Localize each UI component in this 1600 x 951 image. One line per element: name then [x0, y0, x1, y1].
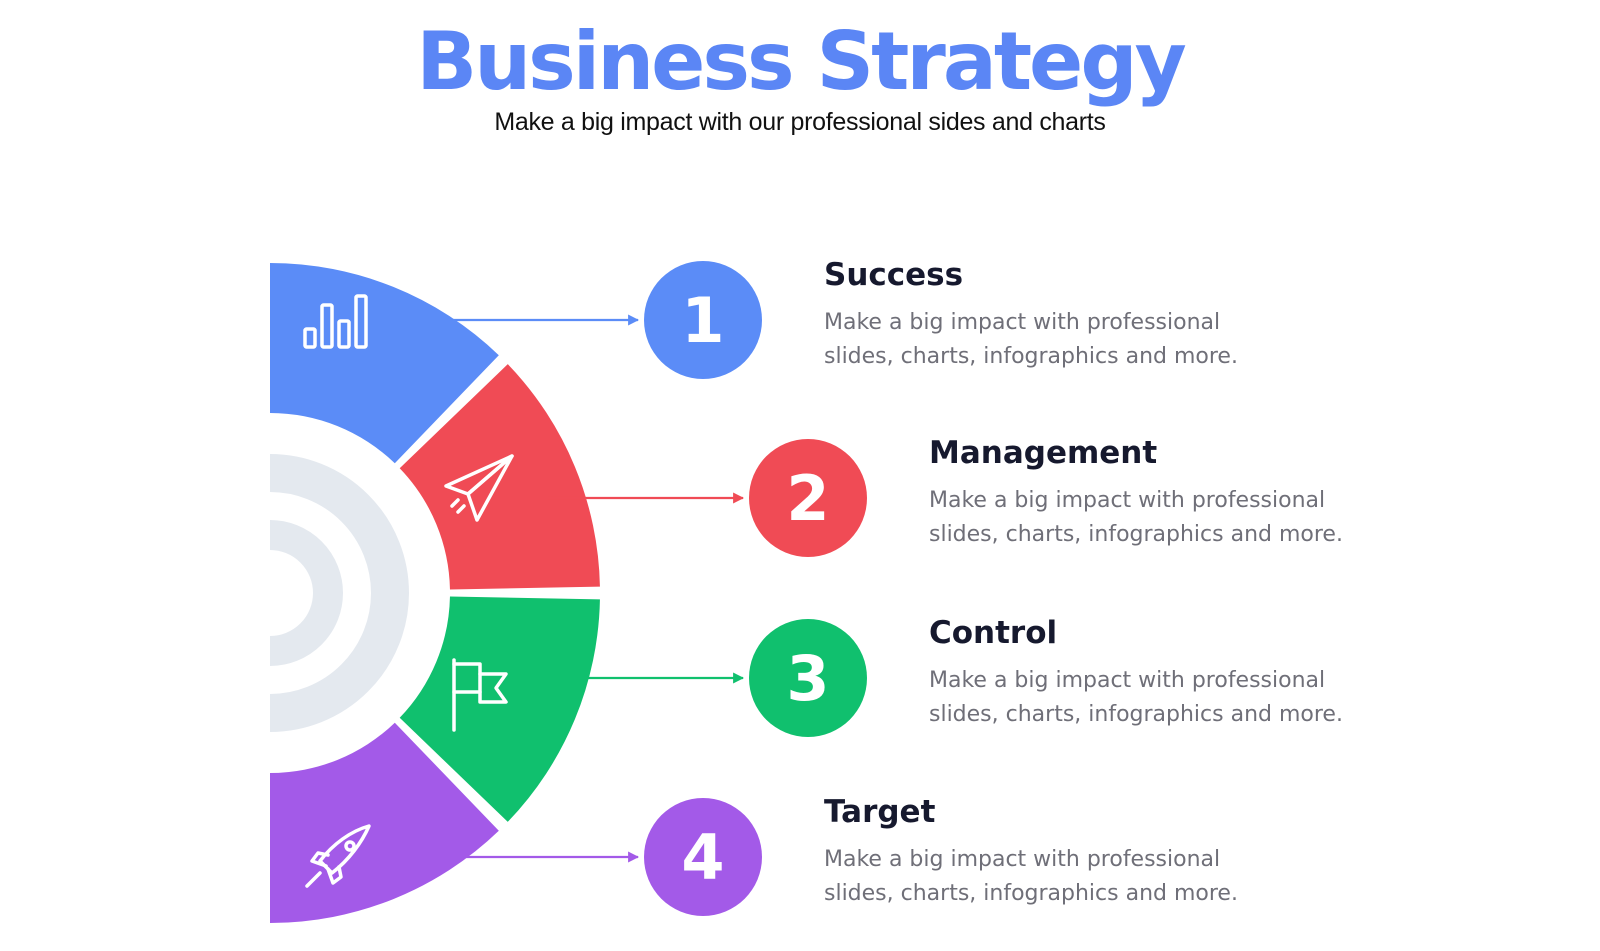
- page-subtitle: Make a big impact with our professional …: [494, 108, 1106, 136]
- step-number-1: 1: [681, 284, 724, 357]
- step-title-target: Target: [824, 794, 936, 830]
- step-control: Control Make a big impact with professio…: [929, 614, 1449, 732]
- step-management: Management Make a big impact with profes…: [929, 434, 1449, 552]
- step-number-2: 2: [786, 462, 829, 535]
- step-desc-target: Make a big impact with professional slid…: [824, 847, 1238, 906]
- paper-plane-icon: [444, 454, 514, 522]
- page-title: Business Strategy: [416, 15, 1186, 108]
- inner-ring-inner: [270, 520, 343, 666]
- step-title-management: Management: [929, 435, 1158, 471]
- bar-chart-icon: [303, 294, 368, 349]
- step-title-success: Success: [824, 257, 964, 293]
- step-target: Target Make a big impact with profession…: [824, 793, 1344, 911]
- rocket-icon: [305, 824, 371, 888]
- step-number-3: 3: [786, 642, 829, 715]
- step-circle-4: [644, 798, 762, 916]
- inner-ring-outer: [270, 454, 409, 732]
- step-circle-3: [749, 619, 867, 737]
- segment-success: [270, 263, 499, 464]
- step-number-4: 4: [681, 821, 724, 894]
- step-desc-management: Make a big impact with professional slid…: [929, 488, 1343, 547]
- step-desc-success: Make a big impact with professional slid…: [824, 310, 1238, 369]
- step-circle-2: [749, 439, 867, 557]
- step-title-control: Control: [929, 615, 1058, 651]
- segment-target: [270, 722, 499, 923]
- step-success: Success Make a big impact with professio…: [824, 256, 1344, 374]
- segment-control: [399, 596, 600, 822]
- flag-icon: [452, 658, 508, 732]
- ring-group: [270, 263, 600, 923]
- step-circle-1: [644, 261, 762, 379]
- step-desc-control: Make a big impact with professional slid…: [929, 668, 1343, 727]
